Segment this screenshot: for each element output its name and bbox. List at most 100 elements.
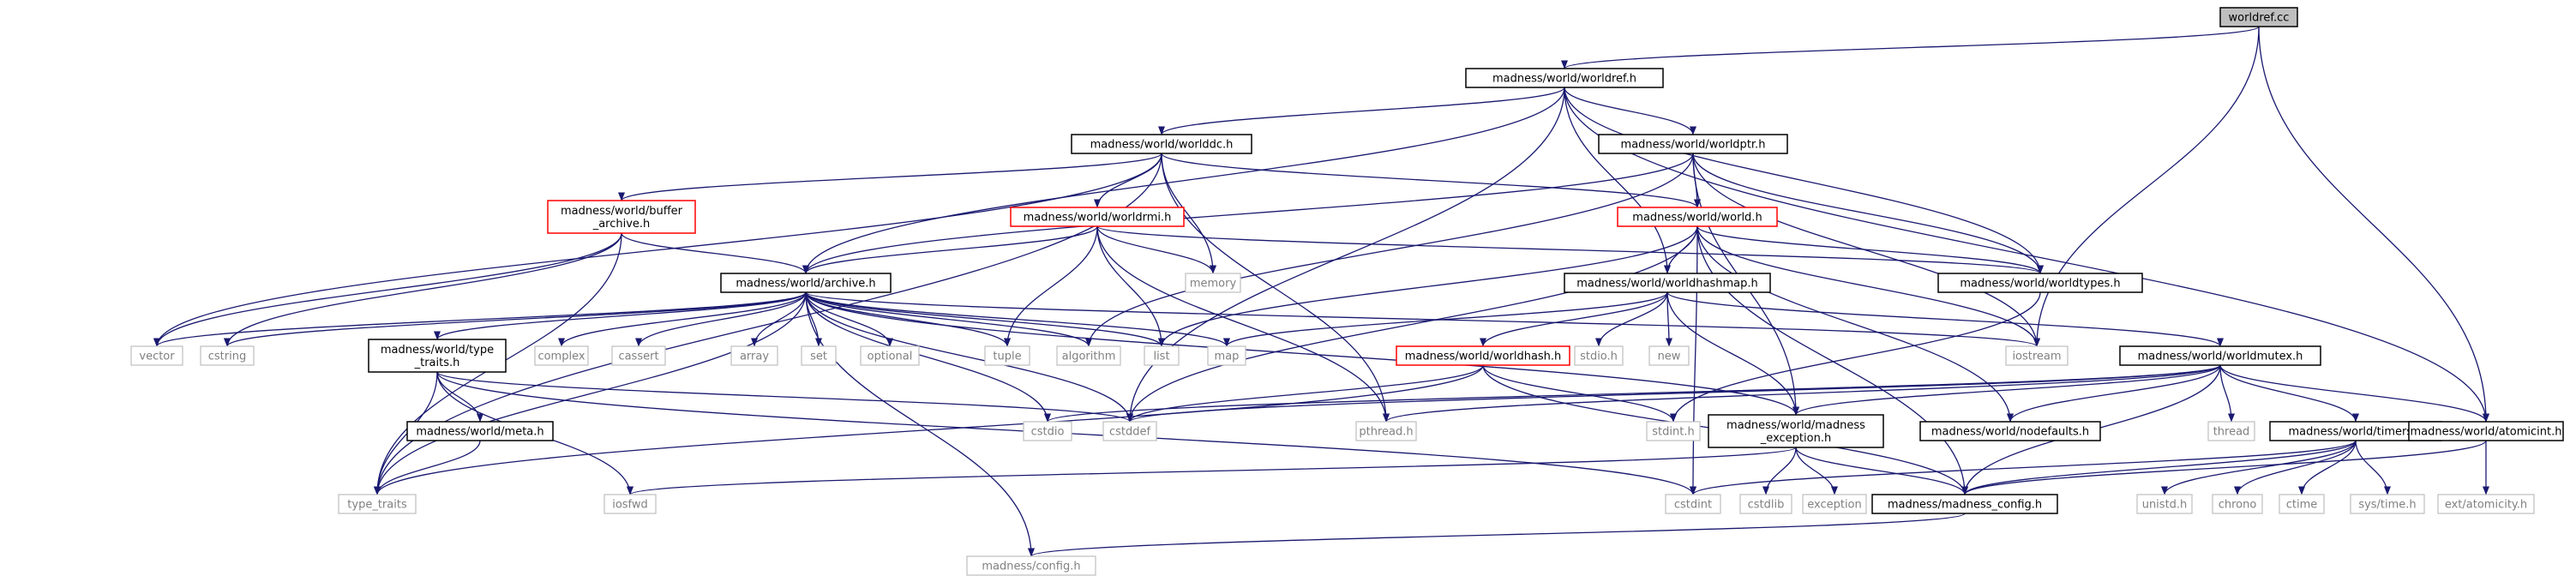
node-label: optional <box>868 351 913 363</box>
edge-timers-h-to-ctime <box>2298 440 2357 495</box>
edge-madness-exception-h-to-exception <box>1795 447 1838 495</box>
edge-worldmutex-h-to-madness-exception-h <box>1792 364 2221 416</box>
edge-archive-h-to-optional <box>805 291 893 347</box>
node-label: complex <box>537 351 585 363</box>
node-box <box>1023 421 1072 441</box>
node-atomicint-h[interactable]: madness/world/atomicint.h <box>2408 421 2564 441</box>
node-box <box>1648 345 1690 366</box>
edge-type-traits-hdr-to-cstddef <box>436 371 1133 423</box>
node-label: cstdlib <box>1748 499 1785 512</box>
node-label: iostream <box>2012 351 2061 363</box>
node-worldhash-h[interactable]: madness/world/worldhash.h <box>1396 345 1570 366</box>
node-box <box>801 345 837 366</box>
node-label: madness/world/timers.h <box>2288 426 2423 439</box>
edge-world-h-to-cstddef <box>1126 225 1698 423</box>
node-worldrmi-h[interactable]: madness/world/worldrmi.h <box>1010 207 1185 227</box>
edge-archive-h-to-cassert <box>635 291 807 347</box>
node-stdint-h: stdint.h <box>1646 421 1701 441</box>
node-box <box>1802 494 1867 514</box>
node-worldref-h[interactable]: madness/world/worldref.h <box>1465 68 1664 88</box>
node-box <box>1207 345 1246 366</box>
node-meta-h[interactable]: madness/world/meta.h <box>406 421 554 441</box>
node-pthread-h: pthread.h <box>1355 421 1417 441</box>
node-label: madness/world/meta.h <box>416 426 543 439</box>
edge-archive-h-to-type-traits <box>374 291 807 495</box>
edge-worldmutex-h-to-pthread-h <box>1383 364 2221 423</box>
node-archive-h[interactable]: madness/world/archive.h <box>720 273 892 293</box>
node-type-traits: type_traits <box>338 494 417 514</box>
node-worldref-cc[interactable]: worldref.cc <box>2219 7 2298 27</box>
edge-worldref-cc-to-worldref-h <box>1561 26 2260 69</box>
edge-madness-exception-h-to-madness-config-h <box>1795 447 1968 495</box>
node-worldptr-h[interactable]: madness/world/worldptr.h <box>1598 134 1788 154</box>
node-label: stdio.h <box>1580 351 1618 363</box>
node-label: madness/world/nodefaults.h <box>1931 426 2089 439</box>
node-label: madness/config.h <box>982 561 1080 573</box>
node-box <box>1574 345 1624 366</box>
node-world-h[interactable]: madness/world/world.h <box>1617 207 1778 227</box>
edge-worldrmi-h-to-worldtypes-h <box>1096 225 2044 274</box>
node-cstdio: cstdio <box>1023 421 1072 441</box>
node-label: madness/world/type <box>381 344 494 357</box>
node-label: madness/world/worldtypes.h <box>1960 278 2120 291</box>
node-label: tuple <box>993 351 1021 363</box>
node-label: pthread.h <box>1359 426 1413 439</box>
edge-madness-exception-h-to-cstdlib <box>1762 447 1797 495</box>
node-box <box>547 200 696 234</box>
node-box <box>1665 494 1721 514</box>
edge-worldmutex-h-to-timers-h <box>2219 364 2359 423</box>
node-thread: thread <box>2207 421 2255 441</box>
node-label: madness/world/worldhash.h <box>1405 351 1562 363</box>
node-label: list <box>1153 351 1169 363</box>
edge-worldhashmap-h-to-worldmutex-h <box>1666 291 2224 347</box>
node-sys-time-h: sys/time.h <box>2350 494 2425 514</box>
node-madness-config-h[interactable]: madness/madness_config.h <box>1871 494 2058 514</box>
edge-worldref-h-to-worlddc-h <box>1158 87 1565 135</box>
node-stdio-h: stdio.h <box>1574 345 1624 366</box>
edge-archive-h-to-cstring <box>224 291 807 347</box>
edge-buffer-archive-h-to-vector <box>153 232 622 347</box>
edge-worldmutex-h-to-thread <box>2219 364 2235 423</box>
node-worldtypes-h[interactable]: madness/world/worldtypes.h <box>1937 273 2143 293</box>
node-atomicity-h: ext/atomicity.h <box>2437 494 2535 514</box>
node-madness-exception-h[interactable]: madness/world/madness_exception.h <box>1708 414 1884 448</box>
node-box <box>730 345 778 366</box>
node-worldhashmap-h[interactable]: madness/world/worldhashmap.h <box>1564 273 1771 293</box>
edge-buffer-archive-h-to-archive-h <box>621 232 809 274</box>
node-box <box>1919 421 2101 441</box>
node-map: map <box>1207 345 1246 366</box>
edge-worldref-h-to-archive-h <box>802 87 1565 274</box>
node-type-traits-hdr[interactable]: madness/world/type_traits.h <box>368 339 507 373</box>
node-label: ctime <box>2286 499 2318 512</box>
node-worldmutex-h[interactable]: madness/world/worldmutex.h <box>2119 345 2321 366</box>
dependency-edges <box>153 26 2489 557</box>
node-box <box>1564 273 1771 293</box>
edge-worldrmi-h-to-pthread-h <box>1096 225 1390 423</box>
edge-worldmutex-h-to-cstdio <box>1044 364 2221 423</box>
node-label: madness/world/worldref.h <box>1492 73 1636 86</box>
edge-worldptr-h-to-worldtypes-h <box>1692 153 2044 274</box>
edge-madness-config-h-to-config-h <box>1028 513 1966 557</box>
edge-worldrmi-h-to-list <box>1096 225 1165 347</box>
node-iostream: iostream <box>2005 345 2069 366</box>
node-label: memory <box>1190 278 1237 291</box>
node-box <box>406 421 554 441</box>
node-label: madness/world/worldmutex.h <box>2138 351 2303 363</box>
edge-worlddc-h-to-vector <box>153 153 1162 347</box>
node-nodefaults-h[interactable]: madness/world/nodefaults.h <box>1919 421 2101 441</box>
node-label: new <box>1658 351 1681 363</box>
node-box <box>1010 207 1185 227</box>
node-buffer-archive-h[interactable]: madness/world/buffer_archive.h <box>547 200 696 234</box>
node-label: cstddef <box>1109 426 1151 439</box>
node-timers-h[interactable]: madness/world/timers.h <box>2269 421 2442 441</box>
node-tuple: tuple <box>984 345 1030 366</box>
node-worlddc-h[interactable]: madness/world/worlddc.h <box>1071 134 1252 154</box>
edge-worldhash-h-to-type-traits <box>374 364 1484 495</box>
edge-worlddc-h-to-pthread-h <box>1161 153 1390 423</box>
edge-worldptr-h-to-archive-h <box>802 153 1694 274</box>
node-label: sys/time.h <box>2358 499 2416 512</box>
edge-archive-h-to-config-h <box>805 291 1035 557</box>
node-label: madness/world/worldptr.h <box>1621 139 1766 152</box>
node-box <box>1871 494 2058 514</box>
